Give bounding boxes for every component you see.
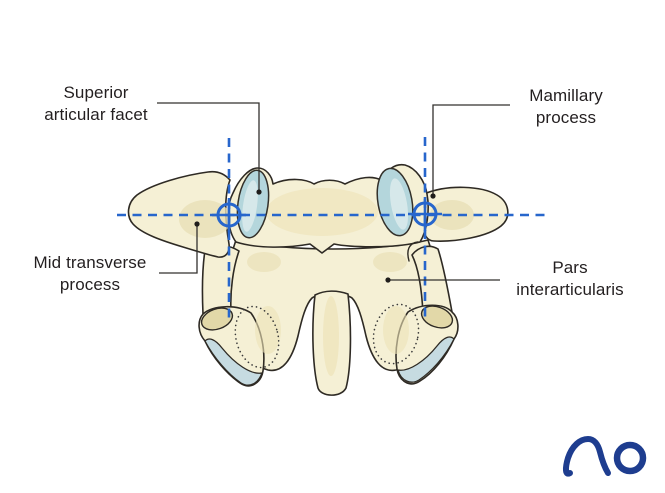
right-pedicle-dotted-outline xyxy=(372,303,420,365)
crosshair-right-ring xyxy=(412,201,438,227)
left-pedicle-dotted-outline xyxy=(234,305,280,369)
leader-dot-pars-interarticularis xyxy=(385,277,391,283)
leader-mid-transverse-process xyxy=(159,226,198,274)
left-process-cap xyxy=(200,307,234,331)
leader-dot-superior-articular-facet xyxy=(256,189,262,195)
leader-mamillary-process xyxy=(432,104,510,194)
leader-superior-articular-facet xyxy=(157,102,260,190)
right-medial-contour xyxy=(407,241,419,262)
right-facet-highlight xyxy=(389,178,409,230)
leader-dot-mid-transverse-process xyxy=(194,221,200,227)
shade-central-top xyxy=(266,188,378,236)
shade-right-lamina xyxy=(383,306,409,354)
shade-spinous-midline xyxy=(323,296,339,376)
ao-logo xyxy=(562,435,647,477)
shade-below-right-facet xyxy=(373,252,407,272)
entry-point-guides xyxy=(117,137,547,321)
left-facet-highlight xyxy=(242,180,258,232)
label-mamillary-process: Mamillary process xyxy=(529,86,603,127)
pedicle-projections xyxy=(234,303,420,369)
crosshair-target-icon-right xyxy=(408,197,442,231)
shade-right-wing xyxy=(430,200,474,230)
ao-logo-letter-o xyxy=(613,441,647,475)
label-pars-interarticularis: Pars interarticularis xyxy=(516,258,624,299)
ao-logo-letter-a xyxy=(562,435,611,477)
shade-left-lamina xyxy=(255,306,281,354)
right-inferior-facet-rim xyxy=(397,336,455,383)
crosshair-left-ring xyxy=(216,202,242,228)
shade-below-left-facet xyxy=(247,252,281,272)
leader-dot-mamillary-process xyxy=(430,193,436,199)
label-mid-transverse-process: Mid transverse process xyxy=(33,253,147,294)
crosshair-target-icon-left xyxy=(212,198,246,232)
left-inferior-facet-rim xyxy=(204,338,263,386)
leader-lines xyxy=(157,102,510,283)
right-process-cap xyxy=(420,305,454,329)
bone-shapes xyxy=(127,163,509,396)
label-superior-articular-facet: Superior articular facet xyxy=(44,83,148,124)
